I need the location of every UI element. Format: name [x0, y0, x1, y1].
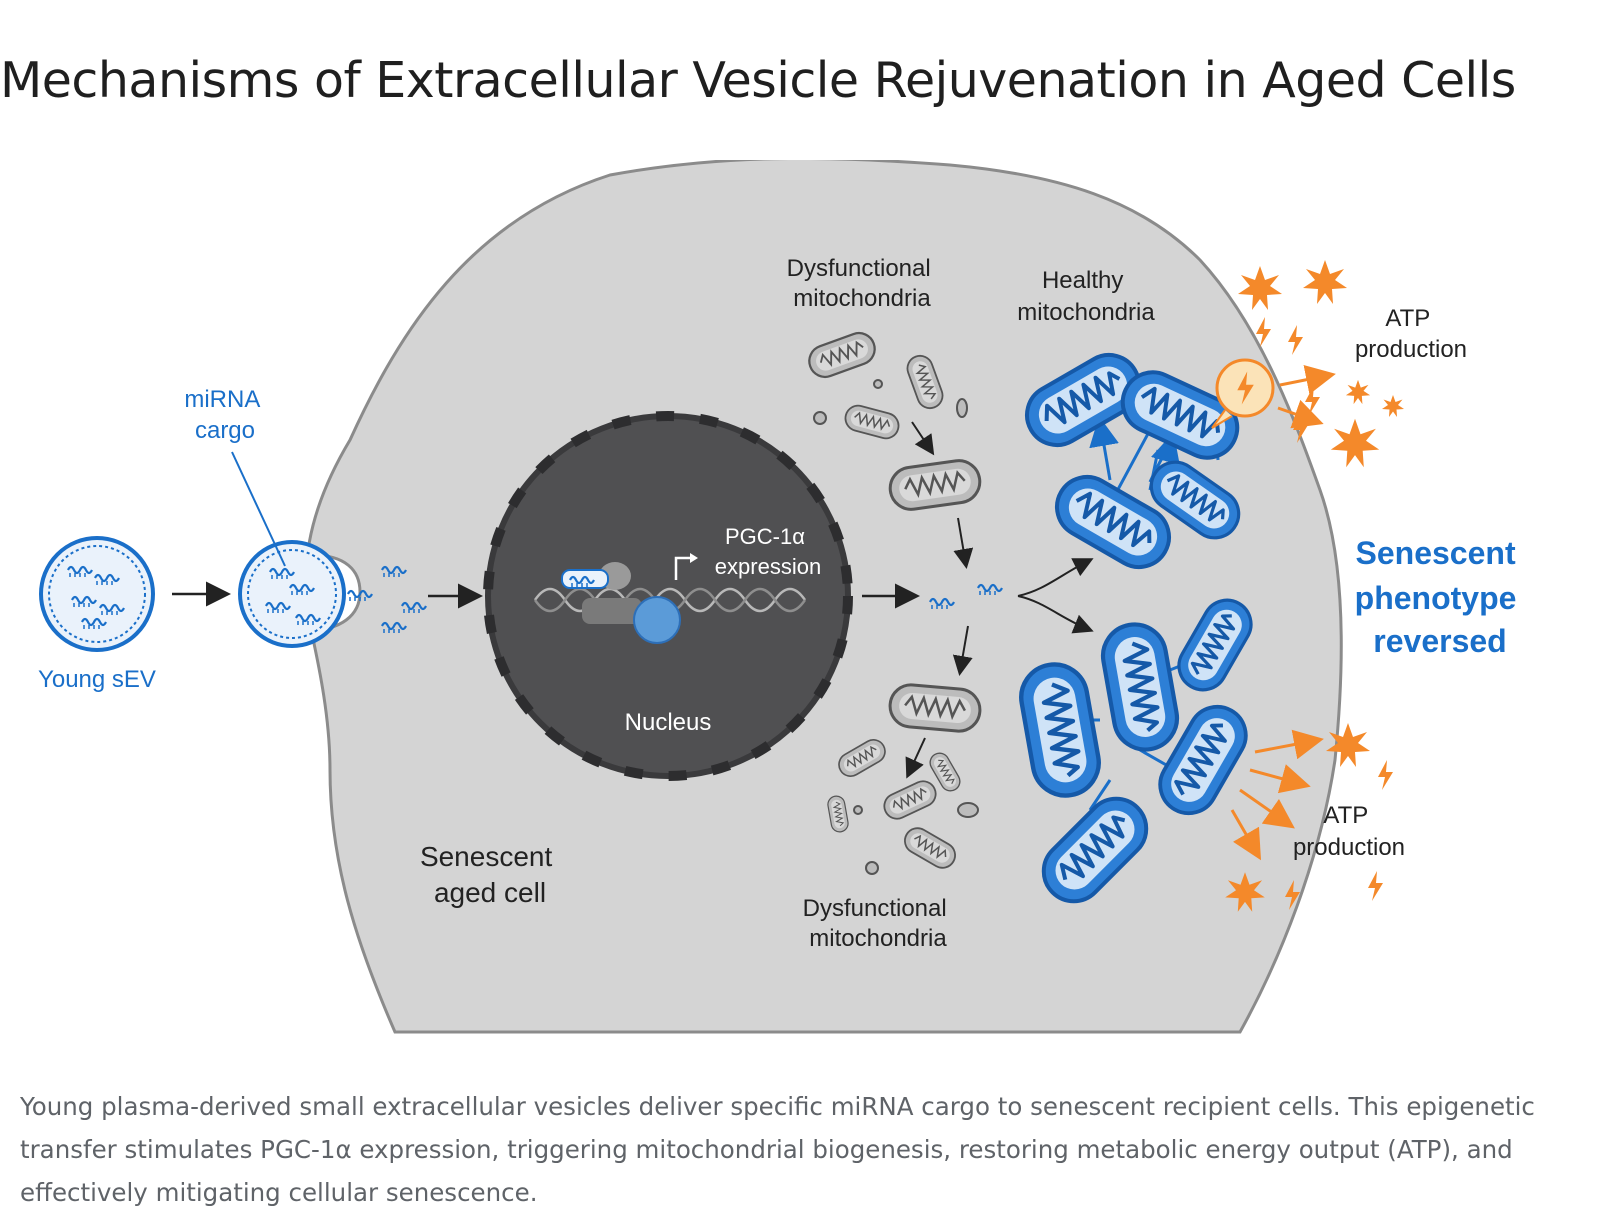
mirna-cargo-label: miRNA cargo [184, 386, 265, 444]
senescent-cell-label: Senescent aged cell [420, 841, 560, 908]
fusing-sev-vesicle [238, 540, 346, 648]
dysfunctional-top-label: Dysfunctional mitochondria [787, 255, 938, 312]
nucleus [483, 411, 853, 781]
dysfunctional-mitochondria-top [803, 327, 984, 514]
mirna-cargo-leader [231, 451, 286, 567]
page-title: Mechanisms of Extracellular Vesicle Reju… [0, 52, 1516, 109]
dysfunctional-mitochondria-bottom [826, 681, 984, 875]
young-sev-label: Young sEV [38, 666, 156, 693]
atp-top-label: ATP production [1355, 305, 1467, 363]
outcome-label: Senescent phenotype reversed [1355, 535, 1526, 659]
atp-burst-bottom [1225, 723, 1393, 912]
pgc-expression-label: PGC-1α expression [715, 524, 821, 579]
healthy-mitochondria-network-top [1014, 342, 1250, 580]
arrow-dys-bottom-2 [905, 737, 926, 779]
atp-bottom-label: ATP production [1293, 802, 1405, 861]
arrow-dys-top-1 [911, 421, 935, 456]
healthy-mitochondria-network-bottom [1016, 589, 1262, 913]
figure-caption: Young plasma-derived small extracellular… [20, 1092, 1535, 1207]
branch-arrow-down [1017, 595, 1094, 634]
arrow-dys-top-2 [953, 517, 974, 569]
branch-arrow-up [1017, 558, 1094, 597]
arrow-dys-bottom-1 [952, 625, 973, 676]
dysfunctional-bottom-label: Dysfunctional mitochondria [803, 895, 954, 952]
young-sev-vesicle [39, 536, 155, 652]
nucleus-label: Nucleus [625, 709, 712, 736]
mechanism-diagram: Young sEV miRNA cargo PGC-1α expression [38, 160, 1526, 1034]
healthy-label: Healthy mitochondria [1017, 267, 1155, 326]
atp-burst-top [1211, 260, 1404, 468]
